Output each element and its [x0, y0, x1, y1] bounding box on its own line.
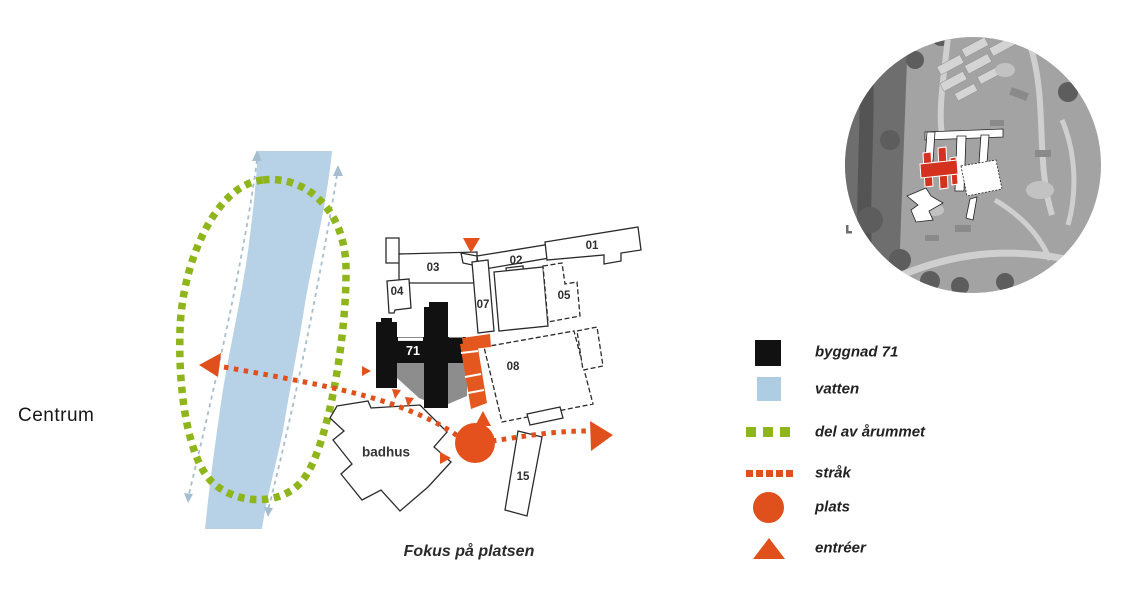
strak-arrow-east [590, 421, 613, 451]
legend-symbol-vatten [757, 377, 781, 401]
building-71-group [376, 302, 467, 408]
building-08-east-annex [576, 326, 604, 371]
legend-label-vatten: vatten [815, 380, 860, 398]
inset-badhus [906, 187, 944, 223]
entre-plats [440, 452, 451, 464]
buildings-outline [329, 226, 642, 517]
building-label-05: 05 [557, 290, 571, 302]
orange-strip [460, 334, 491, 409]
strak-arrow-west [199, 353, 221, 377]
building-07 [471, 259, 495, 334]
legend-label-byggnad71: byggnad 71 [815, 343, 899, 361]
b71-gap-left [398, 337, 423, 341]
b71-west-wing [376, 318, 397, 388]
building-04 [386, 278, 412, 314]
river-vatten [205, 151, 332, 529]
scan-artifact [846, 225, 852, 234]
water-flow-lines [188, 159, 338, 511]
legend-label-plats: plats [815, 498, 851, 516]
legend-label-entreer: entréer [815, 539, 866, 557]
building-05 [542, 262, 581, 323]
building-label-04: 04 [390, 286, 404, 298]
entre-sw-1 [392, 389, 401, 399]
figure-caption: Fokus på platsen [403, 543, 535, 560]
flow-arrow-down-left [184, 493, 193, 503]
centrum-label: Centrum [18, 405, 95, 426]
building-08 [483, 330, 594, 423]
building-label-01: 01 [585, 240, 599, 252]
legend-symbol-strak [746, 470, 796, 477]
entre-strip [475, 411, 491, 426]
legend-label-strak: stråk [815, 464, 851, 482]
entre-west [362, 366, 371, 376]
arum-loop [176, 175, 350, 504]
legend-symbol-arummet [746, 427, 797, 437]
building-02-lower [493, 266, 549, 332]
building-label-15: 15 [516, 471, 530, 483]
entre-top [463, 238, 480, 253]
building-label-02: 02 [509, 255, 523, 267]
entre-sw-2 [405, 397, 414, 407]
entre-markers [362, 238, 491, 464]
flow-arrow-up-left [252, 150, 262, 161]
building-label-08: 08 [506, 361, 520, 373]
flow-line-right [267, 174, 338, 511]
strak-path [199, 353, 613, 451]
building-label-03: 03 [426, 262, 440, 274]
aerial-inset [845, 37, 1101, 293]
building-01 [544, 226, 642, 265]
b71-mid-wing [424, 302, 448, 408]
flow-line-left [188, 159, 258, 495]
flow-arrow-down-right [264, 507, 273, 517]
badhus-label: badhus [361, 444, 411, 460]
legend-symbol-entreer [753, 538, 785, 559]
legend-label-arummet: del av årummet [815, 423, 926, 441]
building-label-07: 07 [476, 299, 490, 311]
legend-symbol-plats [753, 492, 784, 523]
building-label-71: 71 [406, 344, 420, 358]
flow-arrow-up-right [333, 165, 343, 176]
water-flow-arrows [184, 150, 343, 517]
inset-building-71-red [919, 146, 959, 190]
legend-symbol-byggnad71 [755, 340, 781, 366]
building-08-south-step [526, 406, 564, 426]
plats-circle [455, 423, 495, 463]
